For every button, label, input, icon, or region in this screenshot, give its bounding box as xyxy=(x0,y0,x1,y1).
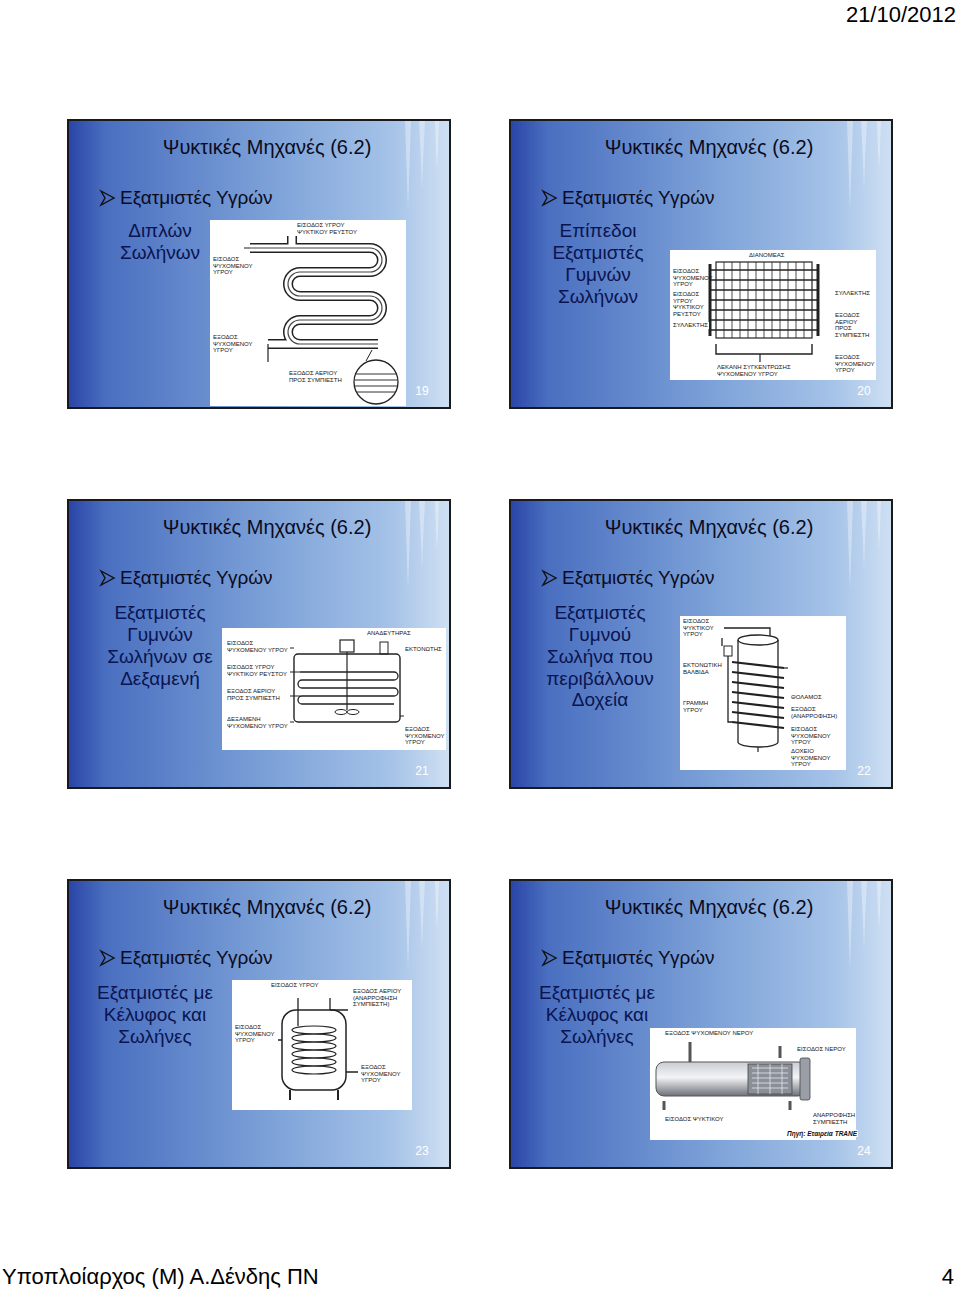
slide-number: 20 xyxy=(844,385,884,399)
part-label: ΕΞΟΔΟΣ ΨΥΧΟΜΕΝΟΥ ΥΓΡΟΥ xyxy=(404,726,446,746)
icicle-decor xyxy=(405,121,881,971)
slide-title: Ψυκτικές Μηχανές (6.2) xyxy=(518,896,900,919)
part-label: ΕΞΟΔΟΣ ΨΥΧΟΜΕΝΟΥ ΥΓΡΟΥ xyxy=(834,354,876,374)
shell-and-tube-photo xyxy=(650,1028,856,1140)
slide-subtitle: Εξατμιστές Γυμνού Σωλήνα που περιβάλλουν… xyxy=(538,602,662,711)
part-label: ΕΙΣΟΔΟΣ ΥΓΡΟΥ ΨΥΚΤΙΚΟΥ ΡΕΥΣΤΟΥ xyxy=(296,222,376,235)
slide-number: 21 xyxy=(402,765,442,779)
slide-title: Ψυκτικές Μηχανές (6.2) xyxy=(76,516,458,539)
slide-title: Ψυκτικές Μηχανές (6.2) xyxy=(518,516,900,539)
part-label: ΕΞΟΔΟΣ ΑΕΡΙΟΥ ΠΡΟΣ ΣΥΜΠΙΕΣΤΗ xyxy=(226,688,290,701)
part-label: ΘΟΛΑΜΟΣ xyxy=(790,694,823,701)
slide-title: Ψυκτικές Μηχανές (6.2) xyxy=(76,136,458,159)
part-label: ΕΙΣΟΔΟΣ ΨΥΧΟΜΕΝΟΥ ΥΓΡΟΥ xyxy=(212,256,266,276)
part-label: ΕΙΣΟΔΟΣ ΨΥΚΤΙΚΟΥ xyxy=(664,1116,726,1123)
slide-number: 23 xyxy=(402,1145,442,1159)
slide-number: 22 xyxy=(844,765,884,779)
part-label: ΕΙΣΟΔΟΣ ΝΕΡΟΥ xyxy=(796,1046,847,1053)
part-label: ΕΞΟΔΟΣ ΨΥΧΟΜΕΝΟΥ ΥΓΡΟΥ xyxy=(212,334,266,354)
bullet-heading: Εξατμιστές Υγρών xyxy=(120,947,273,969)
bullet-heading: Εξατμιστές Υγρών xyxy=(120,187,273,209)
part-label: ΔΟΧΕΙΟ ΨΥΧΟΜΕΝΟΥ ΥΓΡΟΥ xyxy=(790,748,846,768)
part-label: ΕΞΟΔΟΣ ΑΕΡΙΟΥ ΠΡΟΣ ΣΥΜΠΙΕΣΤΗ xyxy=(288,370,348,383)
bullet-heading: Εξατμιστές Υγρών xyxy=(120,567,273,589)
part-label: ΔΕΞΑΜΕΝΗ ΨΥΧΟΜΕΝΟΥ ΥΓΡΟΥ xyxy=(226,716,290,729)
slide-subtitle: Εξατμιστές με Κέλυφος και Σωλήνες xyxy=(527,982,667,1048)
part-label: ΔΙΑΝΟΜΕΑΣ xyxy=(748,252,785,259)
part-label: ΕΙΣΟΔΟΣ ΥΓΡΟΥ ΨΥΚΤΙΚΟΥ ΡΕΥΣΤΟΥ xyxy=(672,291,708,317)
part-label: ΕΙΣΟΔΟΣ ΥΓΡΟΥ ΨΥΚΤΙΚΟΥ ΡΕΥΣΤΟΥ xyxy=(226,664,290,677)
page-header-footer: Υποπλοίαρχος (Μ) Α.Δένδης ΠΝ xyxy=(2,1264,319,1289)
part-label: ΑΝΑΔΕΥΤΗΡΑΣ xyxy=(366,630,412,637)
part-label: ΕΙΣΟΔΟΣ ΨΥΧΟΜΕΝΟΥ ΥΓΡΟΥ xyxy=(226,640,290,653)
slide-subtitle: Εξατμιστές Γυμνών Σωλήνων σε Δεξαμενή xyxy=(98,602,222,689)
slide-number: 19 xyxy=(402,385,442,399)
part-label: ΕΙΣΟΔΟΣ ΨΥΧΟΜΕΝΟΥ ΥΓΡΟΥ xyxy=(790,726,846,746)
bullet-heading: Εξατμιστές Υγρών xyxy=(562,187,715,209)
part-label: ΕΙΣΟΔΟΣ ΨΥΧΟΜΕΝΟΥ ΥΓΡΟΥ xyxy=(672,268,708,288)
part-label: ΕΞΟΔΟΣ ΨΥΧΟΜΕΝΟΥ ΝΕΡΟΥ xyxy=(664,1030,754,1037)
slide-number: 24 xyxy=(844,1145,884,1159)
slide-title: Ψυκτικές Μηχανές (6.2) xyxy=(518,136,900,159)
slide-title: Ψυκτικές Μηχανές (6.2) xyxy=(76,896,458,919)
part-label: ΕΞΟΔΟΣ (ΑΝΑΡΡΟΦΗΣΗ) xyxy=(790,706,846,719)
part-label: ΣΥΛΛΕΚΤΗΣ xyxy=(672,322,709,329)
part-label: ΕΚΤΟΝΩΤΙΚΗ ΒΑΛΒΙΔΑ xyxy=(682,662,726,675)
part-label: ΕΚΤΟΝΩΤΗΣ xyxy=(404,646,443,653)
part-label: ΣΥΛΛΕΚΤΗΣ xyxy=(834,290,871,297)
shell-and-coil-evaporator xyxy=(232,980,412,1110)
bullet-heading: Εξατμιστές Υγρών xyxy=(562,567,715,589)
slide-subtitle: Εξατμιστές με Κέλυφος και Σωλήνες xyxy=(85,982,225,1048)
bare-tube-flat-evaporator xyxy=(670,250,876,380)
page-header-footer: 21/10/2012 xyxy=(846,2,956,27)
bullet-arrows xyxy=(101,191,556,965)
part-label: ΕΙΣΟΔΟΣ ΨΥΚΤΙΚΟΥ ΥΓΡΟΥ xyxy=(682,618,724,638)
part-label: ΕΞΟΔΟΣ ΑΕΡΙΟΥ (ΑΝΑΡΡΟΦΗΣΗ ΣΥΜΠΙΕΣΤΗ) xyxy=(352,988,412,1008)
part-label: ΕΞΟΔΟΣ ΨΥΧΟΜΕΝΟΥ ΥΓΡΟΥ xyxy=(360,1064,408,1084)
part-label: ΛΕΚΑΝΗ ΣΥΓΚΕΝΤΡΩΣΗΣ ΨΥΧΟΜΕΝΟΥ ΥΓΡΟΥ xyxy=(716,364,798,377)
tank-evaporator xyxy=(222,628,446,750)
part-label: Πηγή: Εταιρεία TRANE xyxy=(786,1130,858,1137)
page-header-footer: 4 xyxy=(942,1264,954,1289)
slide-backgrounds xyxy=(68,120,892,1168)
part-label: ΕΙΣΟΔΟΣ ΨΥΧΟΜΕΝΟΥ ΥΓΡΟΥ xyxy=(234,1024,278,1044)
double-tube-evaporator xyxy=(210,220,406,406)
part-label: ΕΙΣΟΔΟΣ ΥΓΡΟΥ xyxy=(270,982,320,989)
slide-subtitle: Διπλών Σωλήνων xyxy=(112,220,208,264)
part-label: ΑΝΑΡΡΟΦΗΣΗ ΣΥΜΠΙΕΣΤΗ xyxy=(812,1112,856,1125)
bullet-heading: Εξατμιστές Υγρών xyxy=(562,947,715,969)
part-label: ΕΞΟΔΟΣ ΑΕΡΙΟΥ ΠΡΟΣ ΣΥΜΠΙΕΣΤΗ xyxy=(834,312,876,338)
coil-around-vessel xyxy=(680,616,846,770)
part-label: ΓΡΑΜΜΗ ΥΓΡΟΥ xyxy=(682,700,714,713)
slide-subtitle: Επίπεδοι Εξατμιστές Γυμνών Σωλήνων xyxy=(543,220,653,307)
